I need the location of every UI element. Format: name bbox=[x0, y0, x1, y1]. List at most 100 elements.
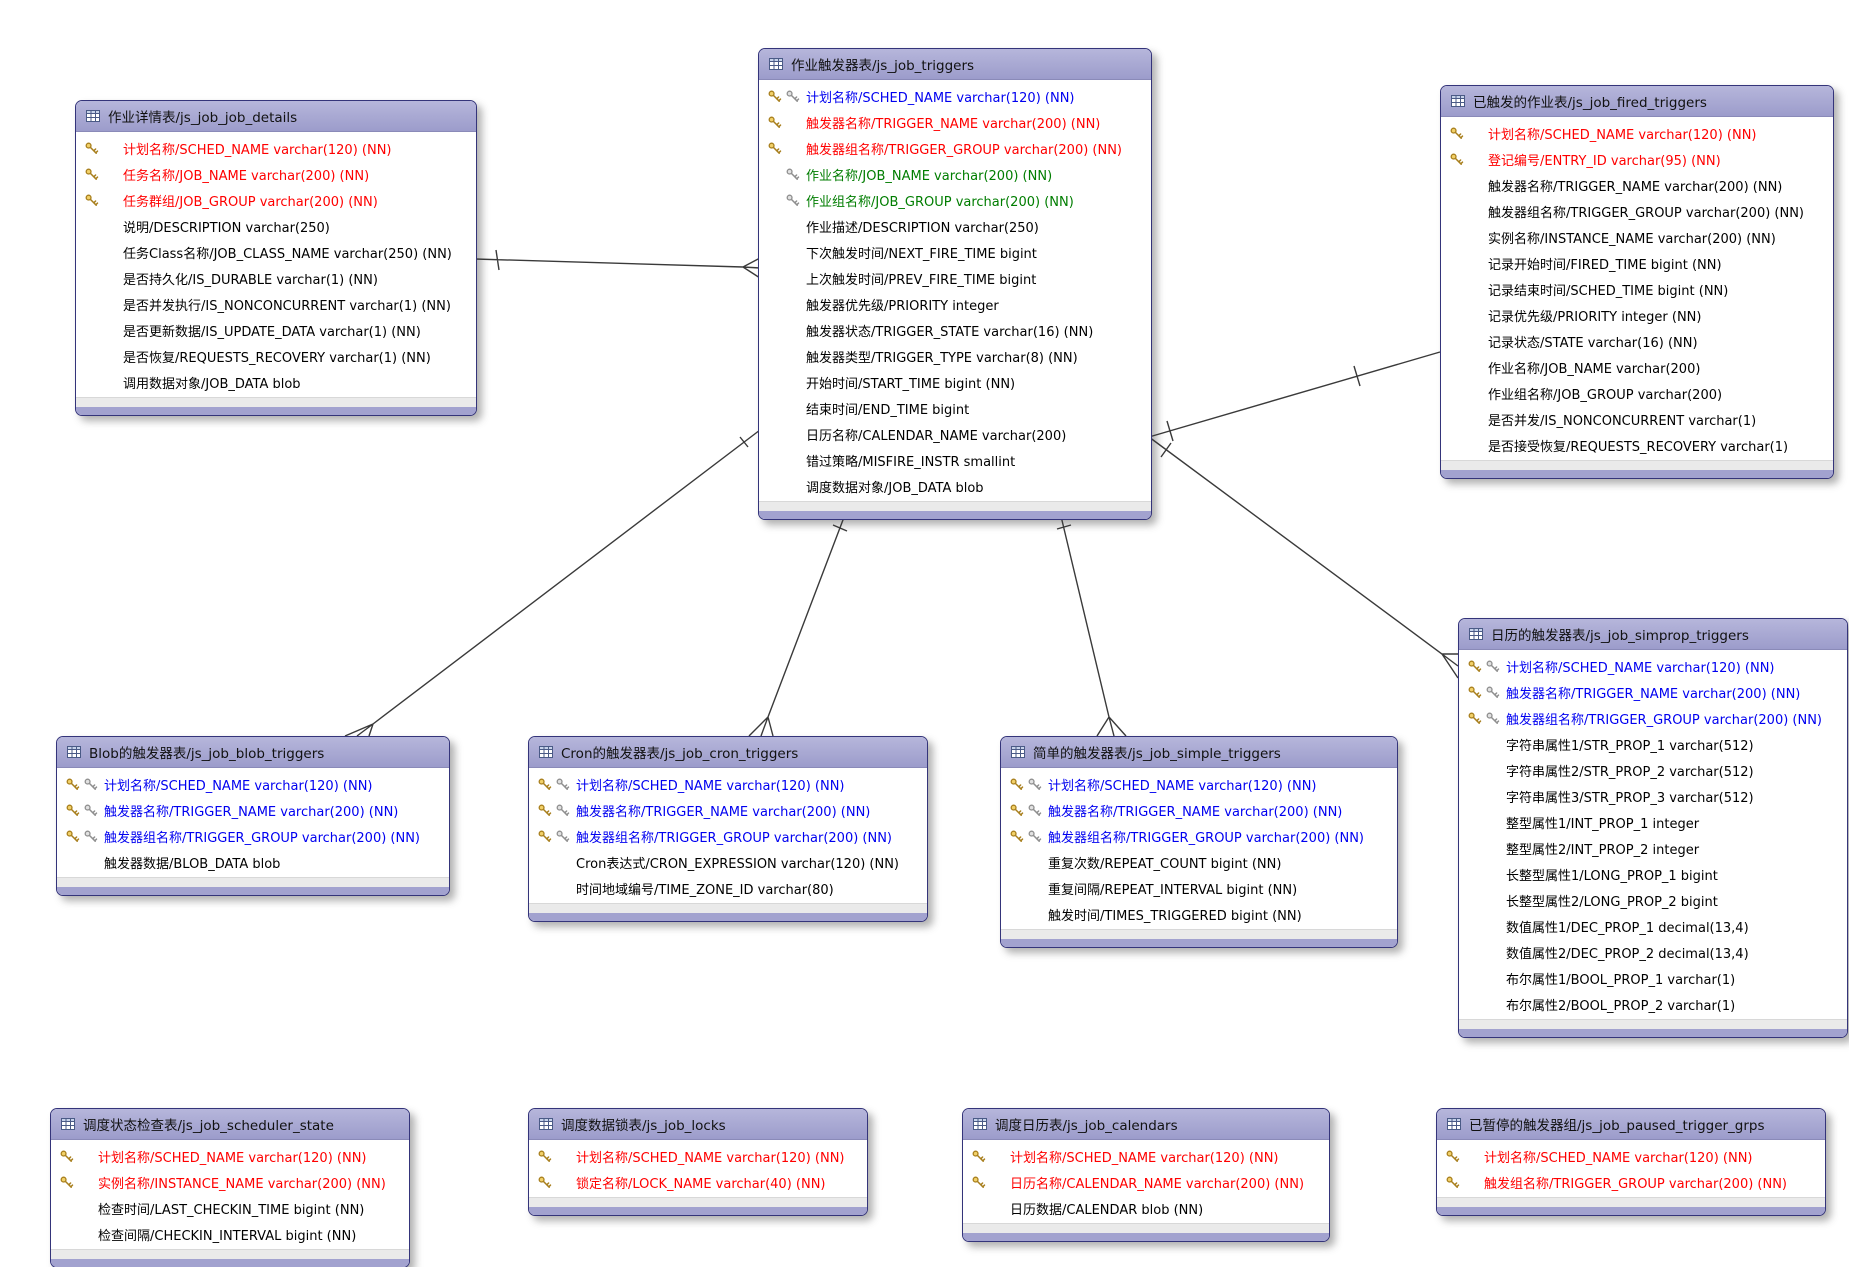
field-row[interactable]: 触发组名称/TRIGGER_GROUP varchar(200) (NN) bbox=[1437, 1169, 1825, 1195]
field-row[interactable]: 检查间隔/CHECKIN_INTERVAL bigint (NN) bbox=[51, 1221, 409, 1247]
field-row[interactable]: 数值属性2/DEC_PROP_2 decimal(13,4) bbox=[1459, 939, 1847, 965]
field-row[interactable]: 开始时间/START_TIME bigint (NN) bbox=[759, 369, 1151, 395]
field-row[interactable]: 是否并发/IS_NONCONCURRENT varchar(1) bbox=[1441, 406, 1833, 432]
field-row[interactable]: 作业名称/JOB_NAME varchar(200) (NN) bbox=[759, 161, 1151, 187]
field-row[interactable]: 检查时间/LAST_CHECKIN_TIME bigint (NN) bbox=[51, 1195, 409, 1221]
field-row[interactable]: 字符串属性3/STR_PROP_3 varchar(512) bbox=[1459, 783, 1847, 809]
field-row[interactable]: 作业名称/JOB_NAME varchar(200) bbox=[1441, 354, 1833, 380]
field-row[interactable]: 计划名称/SCHED_NAME varchar(120) (NN) bbox=[1441, 120, 1833, 146]
field-row[interactable]: 触发器名称/TRIGGER_NAME varchar(200) (NN) bbox=[57, 797, 449, 823]
field-row[interactable]: 长整型属性1/LONG_PROP_1 bigint bbox=[1459, 861, 1847, 887]
field-row[interactable]: 触发器组名称/TRIGGER_GROUP varchar(200) (NN) bbox=[1001, 823, 1397, 849]
field-row[interactable]: 日历名称/CALENDAR_NAME varchar(200) (NN) bbox=[963, 1169, 1329, 1195]
relationship-triggers-to-cron[interactable] bbox=[748, 511, 848, 737]
field-row[interactable]: 记录结束时间/SCHED_TIME bigint (NN) bbox=[1441, 276, 1833, 302]
table-header[interactable]: 调度数据锁表/js_job_locks bbox=[529, 1109, 867, 1140]
field-row[interactable]: 任务Class名称/JOB_CLASS_NAME varchar(250) (N… bbox=[76, 239, 476, 265]
field-row[interactable]: 说明/DESCRIPTION varchar(250) bbox=[76, 213, 476, 239]
table-header[interactable]: 调度日历表/js_job_calendars bbox=[963, 1109, 1329, 1140]
field-row[interactable]: 调用数据对象/JOB_DATA blob bbox=[76, 369, 476, 395]
field-row[interactable]: 错过策略/MISFIRE_INSTR smallint bbox=[759, 447, 1151, 473]
relationship-triggers-to-simple[interactable] bbox=[1056, 511, 1127, 737]
relationship-details-to-triggers[interactable] bbox=[474, 249, 761, 279]
field-row[interactable]: 触发器组名称/TRIGGER_GROUP varchar(200) (NN) bbox=[1459, 705, 1847, 731]
field-row[interactable]: 下次触发时间/NEXT_FIRE_TIME bigint bbox=[759, 239, 1151, 265]
field-row[interactable]: 触发时间/TIMES_TRIGGERED bigint (NN) bbox=[1001, 901, 1397, 927]
field-row[interactable]: 触发器名称/TRIGGER_NAME varchar(200) (NN) bbox=[1459, 679, 1847, 705]
field-row[interactable]: 计划名称/SCHED_NAME varchar(120) (NN) bbox=[1437, 1143, 1825, 1169]
field-row[interactable]: 触发器名称/TRIGGER_NAME varchar(200) (NN) bbox=[1441, 172, 1833, 198]
relationship-triggers-to-fired[interactable] bbox=[1148, 351, 1441, 442]
field-row[interactable]: 实例名称/INSTANCE_NAME varchar(200) (NN) bbox=[1441, 224, 1833, 250]
field-row[interactable]: 登记编号/ENTRY_ID varchar(95) (NN) bbox=[1441, 146, 1833, 172]
table-header[interactable]: 作业详情表/js_job_job_details bbox=[76, 101, 476, 132]
field-row[interactable]: 锁定名称/LOCK_NAME varchar(40) (NN) bbox=[529, 1169, 867, 1195]
field-row[interactable]: 时间地域编号/TIME_ZONE_ID varchar(80) bbox=[529, 875, 927, 901]
field-row[interactable]: 实例名称/INSTANCE_NAME varchar(200) (NN) bbox=[51, 1169, 409, 1195]
table-js-job-simprop-triggers[interactable]: 日历的触发器表/js_job_simprop_triggers 计划名称/SCH… bbox=[1458, 618, 1848, 1038]
table-header[interactable]: 已触发的作业表/js_job_fired_triggers bbox=[1441, 86, 1833, 117]
field-row[interactable]: 数值属性1/DEC_PROP_1 decimal(13,4) bbox=[1459, 913, 1847, 939]
field-row[interactable]: 计划名称/SCHED_NAME varchar(120) (NN) bbox=[759, 83, 1151, 109]
field-row[interactable]: 是否接受恢复/REQUESTS_RECOVERY varchar(1) bbox=[1441, 432, 1833, 458]
field-row[interactable]: 作业组名称/JOB_GROUP varchar(200) (NN) bbox=[759, 187, 1151, 213]
table-js-job-paused-trigger-grps[interactable]: 已暂停的触发器组/js_job_paused_trigger_grps 计划名称… bbox=[1436, 1108, 1826, 1216]
field-row[interactable]: 计划名称/SCHED_NAME varchar(120) (NN) bbox=[1001, 771, 1397, 797]
field-row[interactable]: 记录状态/STATE varchar(16) (NN) bbox=[1441, 328, 1833, 354]
field-row[interactable]: 触发器名称/TRIGGER_NAME varchar(200) (NN) bbox=[1001, 797, 1397, 823]
field-row[interactable]: 字符串属性2/STR_PROP_2 varchar(512) bbox=[1459, 757, 1847, 783]
field-row[interactable]: 计划名称/SCHED_NAME varchar(120) (NN) bbox=[51, 1143, 409, 1169]
field-row[interactable]: 整型属性2/INT_PROP_2 integer bbox=[1459, 835, 1847, 861]
field-row[interactable]: 作业描述/DESCRIPTION varchar(250) bbox=[759, 213, 1151, 239]
field-row[interactable]: Cron表达式/CRON_EXPRESSION varchar(120) (NN… bbox=[529, 849, 927, 875]
field-row[interactable]: 是否持久化/IS_DURABLE varchar(1) (NN) bbox=[76, 265, 476, 291]
field-row[interactable]: 触发器类型/TRIGGER_TYPE varchar(8) (NN) bbox=[759, 343, 1151, 369]
field-row[interactable]: 重复次数/REPEAT_COUNT bigint (NN) bbox=[1001, 849, 1397, 875]
field-row[interactable]: 计划名称/SCHED_NAME varchar(120) (NN) bbox=[529, 1143, 867, 1169]
field-row[interactable]: 是否更新数据/IS_UPDATE_DATA varchar(1) (NN) bbox=[76, 317, 476, 343]
field-row[interactable]: 记录开始时间/FIRED_TIME bigint (NN) bbox=[1441, 250, 1833, 276]
field-row[interactable]: 计划名称/SCHED_NAME varchar(120) (NN) bbox=[76, 135, 476, 161]
field-row[interactable]: 触发器组名称/TRIGGER_GROUP varchar(200) (NN) bbox=[1441, 198, 1833, 224]
table-header[interactable]: 作业触发器表/js_job_triggers bbox=[759, 49, 1151, 80]
field-row[interactable]: 日历数据/CALENDAR blob (NN) bbox=[963, 1195, 1329, 1221]
field-row[interactable]: 是否并发执行/IS_NONCONCURRENT varchar(1) (NN) bbox=[76, 291, 476, 317]
field-row[interactable]: 任务群组/JOB_GROUP varchar(200) (NN) bbox=[76, 187, 476, 213]
table-header[interactable]: Cron的触发器表/js_job_cron_triggers bbox=[529, 737, 927, 768]
field-row[interactable]: 任务名称/JOB_NAME varchar(200) (NN) bbox=[76, 161, 476, 187]
field-row[interactable]: 触发器名称/TRIGGER_NAME varchar(200) (NN) bbox=[529, 797, 927, 823]
table-js-job-cron-triggers[interactable]: Cron的触发器表/js_job_cron_triggers 计划名称/SCHE… bbox=[528, 736, 928, 922]
table-header[interactable]: Blob的触发器表/js_job_blob_triggers bbox=[57, 737, 449, 768]
table-js-job-blob-triggers[interactable]: Blob的触发器表/js_job_blob_triggers 计划名称/SCHE… bbox=[56, 736, 450, 896]
table-js-job-triggers[interactable]: 作业触发器表/js_job_triggers 计划名称/SCHED_NAME v… bbox=[758, 48, 1152, 520]
field-row[interactable]: 布尔属性1/BOOL_PROP_1 varchar(1) bbox=[1459, 965, 1847, 991]
table-js-job-fired-triggers[interactable]: 已触发的作业表/js_job_fired_triggers 计划名称/SCHED… bbox=[1440, 85, 1834, 479]
field-row[interactable]: 是否恢复/REQUESTS_RECOVERY varchar(1) (NN) bbox=[76, 343, 476, 369]
field-row[interactable]: 触发器状态/TRIGGER_STATE varchar(16) (NN) bbox=[759, 317, 1151, 343]
field-row[interactable]: 长整型属性2/LONG_PROP_2 bigint bbox=[1459, 887, 1847, 913]
field-row[interactable]: 结束时间/END_TIME bigint bbox=[759, 395, 1151, 421]
field-row[interactable]: 触发器数据/BLOB_DATA blob bbox=[57, 849, 449, 875]
field-row[interactable]: 触发器名称/TRIGGER_NAME varchar(200) (NN) bbox=[759, 109, 1151, 135]
relationship-triggers-to-simprop[interactable] bbox=[1148, 436, 1459, 679]
field-row[interactable]: 计划名称/SCHED_NAME varchar(120) (NN) bbox=[529, 771, 927, 797]
table-header[interactable]: 已暂停的触发器组/js_job_paused_trigger_grps bbox=[1437, 1109, 1825, 1140]
field-row[interactable]: 整型属性1/INT_PROP_1 integer bbox=[1459, 809, 1847, 835]
table-js-job-scheduler-state[interactable]: 调度状态检查表/js_job_scheduler_state 计划名称/SCHE… bbox=[50, 1108, 410, 1267]
table-header[interactable]: 简单的触发器表/js_job_simple_triggers bbox=[1001, 737, 1397, 768]
field-row[interactable]: 上次触发时间/PREV_FIRE_TIME bigint bbox=[759, 265, 1151, 291]
field-row[interactable]: 触发器组名称/TRIGGER_GROUP varchar(200) (NN) bbox=[529, 823, 927, 849]
field-row[interactable]: 计划名称/SCHED_NAME varchar(120) (NN) bbox=[57, 771, 449, 797]
field-row[interactable]: 日历名称/CALENDAR_NAME varchar(200) bbox=[759, 421, 1151, 447]
field-row[interactable]: 重复间隔/REPEAT_INTERVAL bigint (NN) bbox=[1001, 875, 1397, 901]
field-row[interactable]: 布尔属性2/BOOL_PROP_2 varchar(1) bbox=[1459, 991, 1847, 1017]
field-row[interactable]: 触发器组名称/TRIGGER_GROUP varchar(200) (NN) bbox=[57, 823, 449, 849]
field-row[interactable]: 计划名称/SCHED_NAME varchar(120) (NN) bbox=[963, 1143, 1329, 1169]
relationship-triggers-to-blob[interactable] bbox=[344, 429, 761, 737]
table-js-job-locks[interactable]: 调度数据锁表/js_job_locks 计划名称/SCHED_NAME varc… bbox=[528, 1108, 868, 1216]
table-js-job-simple-triggers[interactable]: 简单的触发器表/js_job_simple_triggers 计划名称/SCHE… bbox=[1000, 736, 1398, 948]
table-header[interactable]: 调度状态检查表/js_job_scheduler_state bbox=[51, 1109, 409, 1140]
field-row[interactable]: 记录优先级/PRIORITY integer (NN) bbox=[1441, 302, 1833, 328]
field-row[interactable]: 调度数据对象/JOB_DATA blob bbox=[759, 473, 1151, 499]
field-row[interactable]: 字符串属性1/STR_PROP_1 varchar(512) bbox=[1459, 731, 1847, 757]
